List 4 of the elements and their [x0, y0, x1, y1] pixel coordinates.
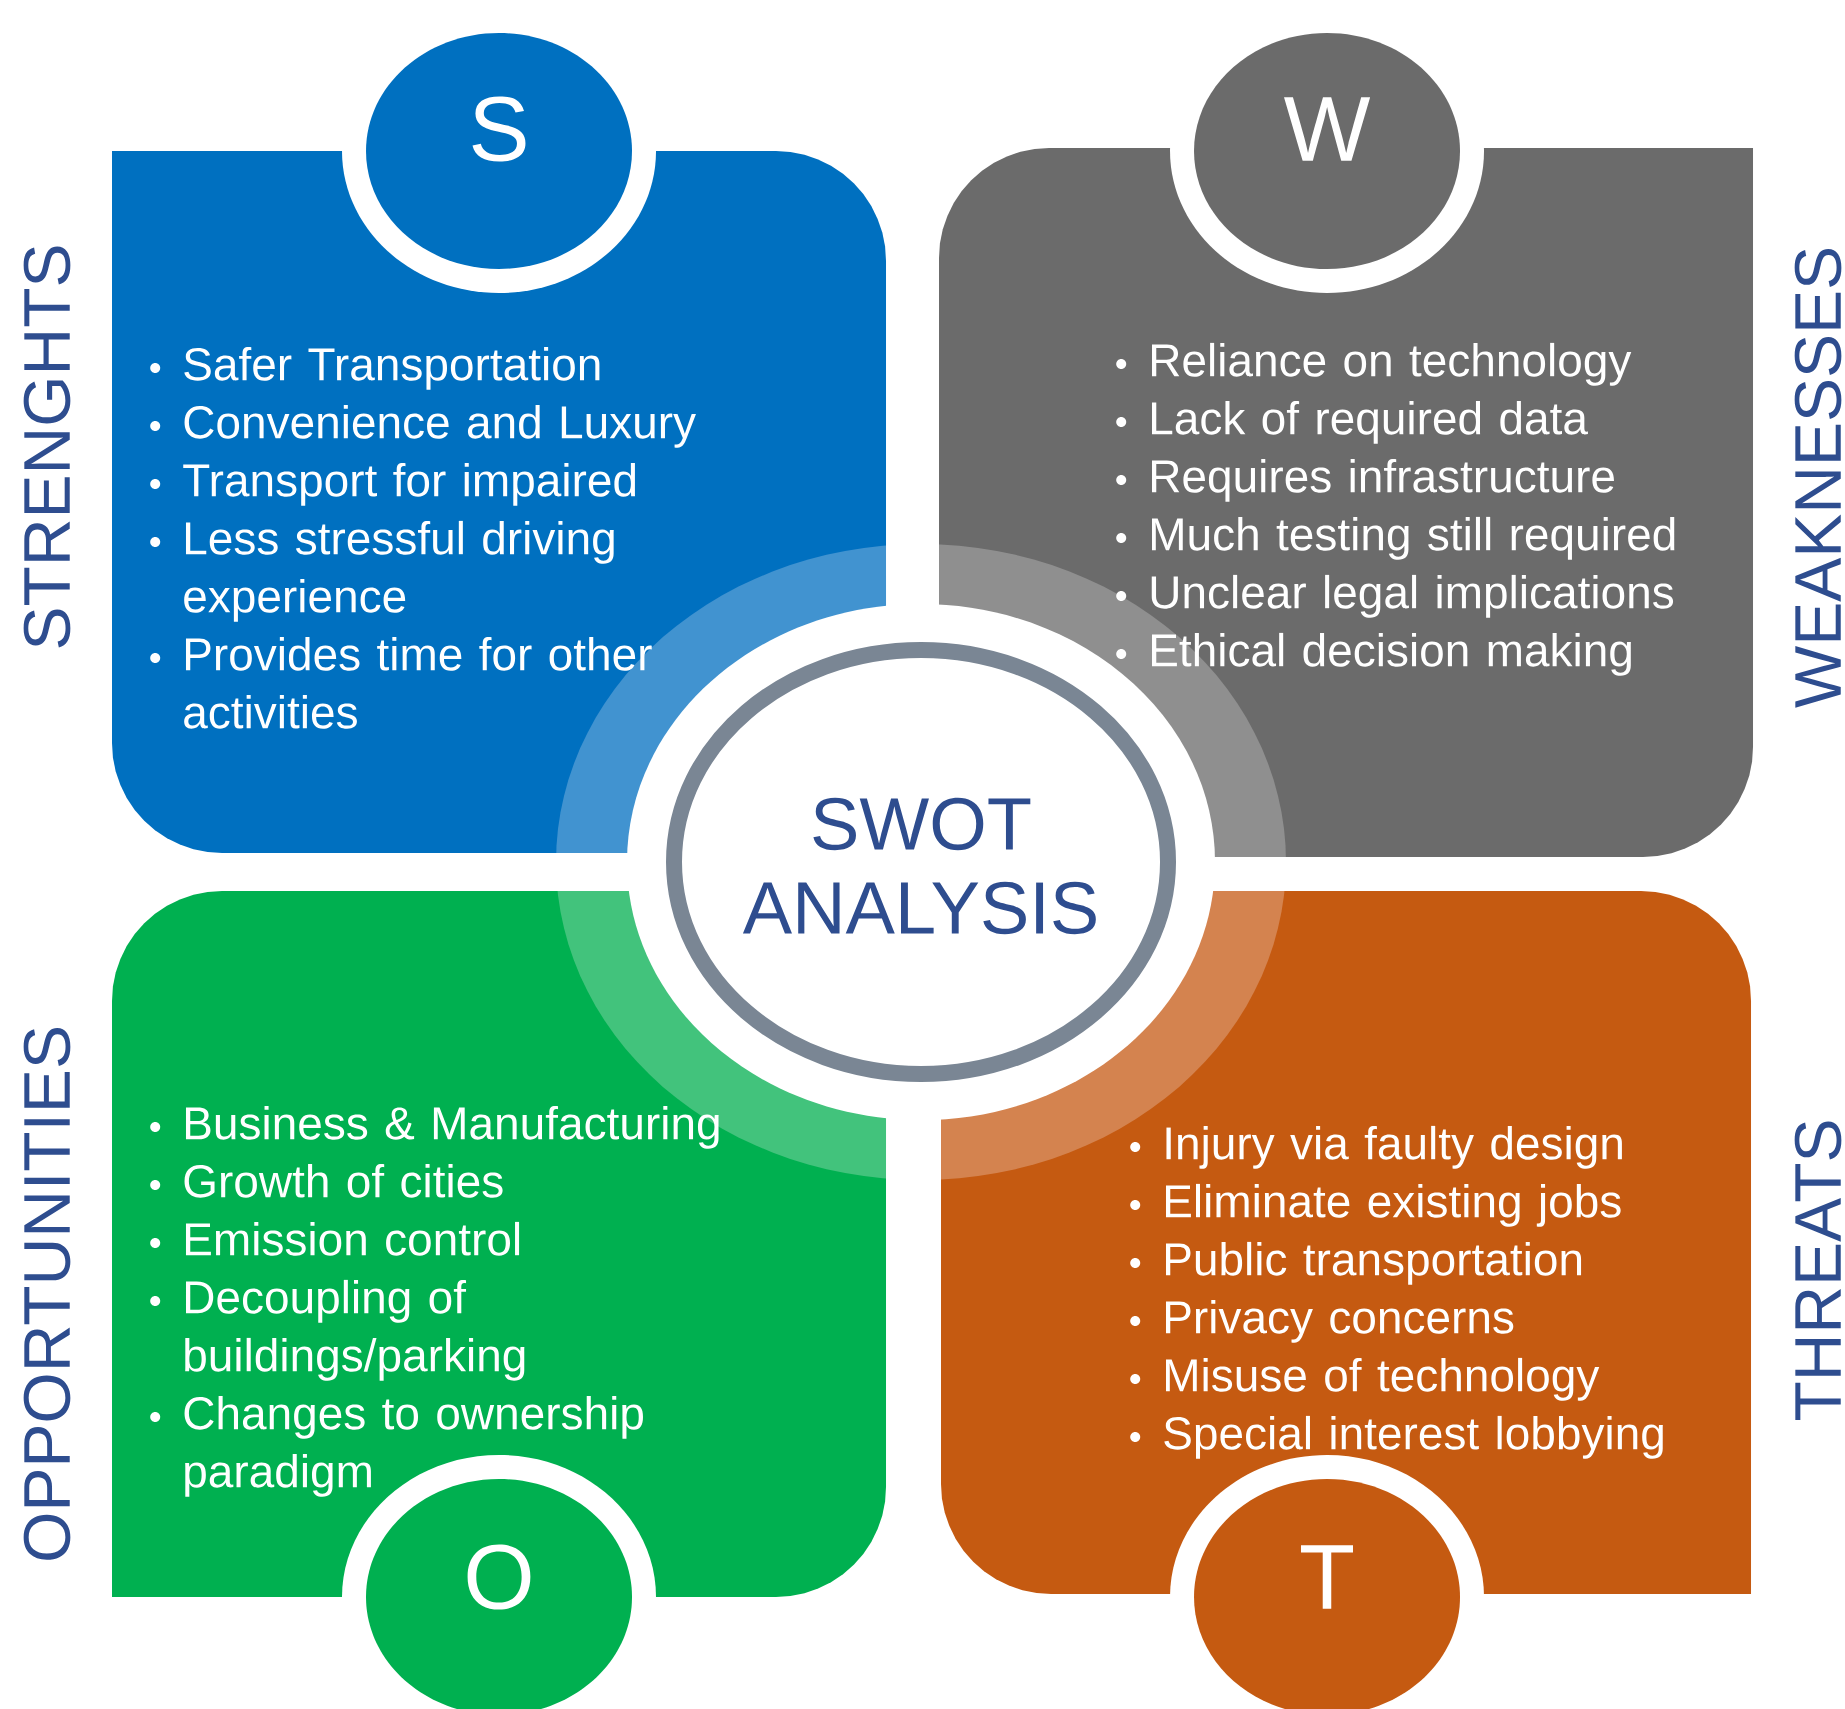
side-label: WEAKNESSES	[1794, 248, 1842, 708]
side-label: STRENGHTS	[23, 246, 71, 648]
side-label: THREATS	[1794, 1121, 1842, 1421]
side-label: OPPORTUNITIES	[23, 1028, 71, 1560]
